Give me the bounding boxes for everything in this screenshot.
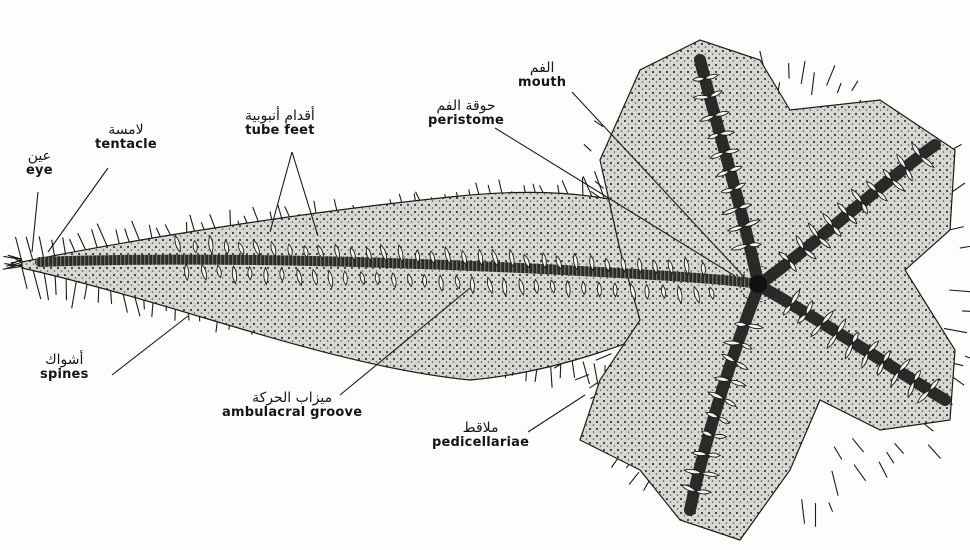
label-spines-arabic: أشواك	[40, 352, 89, 368]
spine	[39, 236, 44, 259]
label-tube-feet: أقدام أنبوبية tube feet	[245, 108, 315, 139]
spine	[887, 452, 894, 463]
spine	[827, 65, 835, 85]
label-tentacle: لامسة tentacle	[95, 122, 157, 153]
label-mouth-arabic: الفم	[518, 60, 566, 76]
label-mouth-english: mouth	[518, 76, 566, 91]
spine	[572, 360, 575, 378]
spine	[832, 471, 838, 496]
spine	[965, 356, 970, 363]
spine	[895, 443, 904, 453]
spine	[879, 462, 887, 478]
spine	[44, 272, 49, 301]
spine	[837, 83, 841, 93]
spine	[852, 438, 863, 452]
label-spines: أشواك spines	[40, 352, 89, 383]
spine	[802, 499, 805, 523]
spine	[962, 311, 970, 312]
spine	[829, 502, 833, 511]
label-ambulacral-groove: ميزاب الحركة ambulacral groove	[222, 390, 362, 421]
label-tube-feet-english: tube feet	[245, 124, 315, 139]
label-eye: عين eye	[26, 148, 53, 179]
label-spines-english: spines	[40, 368, 89, 383]
spine	[789, 63, 790, 78]
spine	[928, 445, 940, 459]
label-peristome: حوقة الفم peristome	[428, 98, 504, 129]
label-peristome-arabic: حوقة الفم	[428, 98, 504, 114]
long-arm	[22, 192, 708, 380]
label-tube-feet-arabic: أقدام أنبوبية	[245, 108, 315, 124]
leader-tentacle	[48, 168, 108, 252]
spine	[854, 465, 866, 481]
label-ambulacral-groove-english: ambulacral groove	[222, 406, 362, 421]
spine	[852, 81, 858, 91]
spine	[590, 382, 598, 388]
label-pedicellariae-english: pedicellariae	[432, 436, 529, 451]
spine	[944, 328, 967, 332]
spine	[834, 447, 842, 460]
spine	[801, 61, 805, 84]
label-tentacle-english: tentacle	[95, 138, 157, 153]
spine	[595, 181, 604, 188]
spine	[596, 354, 612, 361]
spine	[949, 290, 970, 292]
label-ambulacral-groove-arabic: ميزاب الحركة	[222, 390, 362, 406]
leader-spines	[112, 316, 188, 375]
leader-eye	[32, 192, 38, 252]
label-tentacle-arabic: لامسة	[95, 122, 157, 138]
label-mouth: الفم mouth	[518, 60, 566, 91]
label-pedicellariae: ملاقط pedicellariae	[432, 420, 529, 451]
leader-pedicellariae	[528, 395, 585, 432]
spine	[33, 270, 41, 299]
spine	[22, 268, 27, 289]
spine	[584, 144, 591, 151]
spine	[629, 472, 639, 484]
spine	[812, 72, 815, 95]
spine	[583, 362, 590, 385]
spine	[960, 245, 970, 248]
label-pedicellariae-arabic: ملاقط	[432, 420, 529, 436]
label-eye-arabic: عين	[26, 148, 53, 164]
label-peristome-english: peristome	[428, 114, 504, 129]
label-eye-english: eye	[26, 164, 53, 179]
